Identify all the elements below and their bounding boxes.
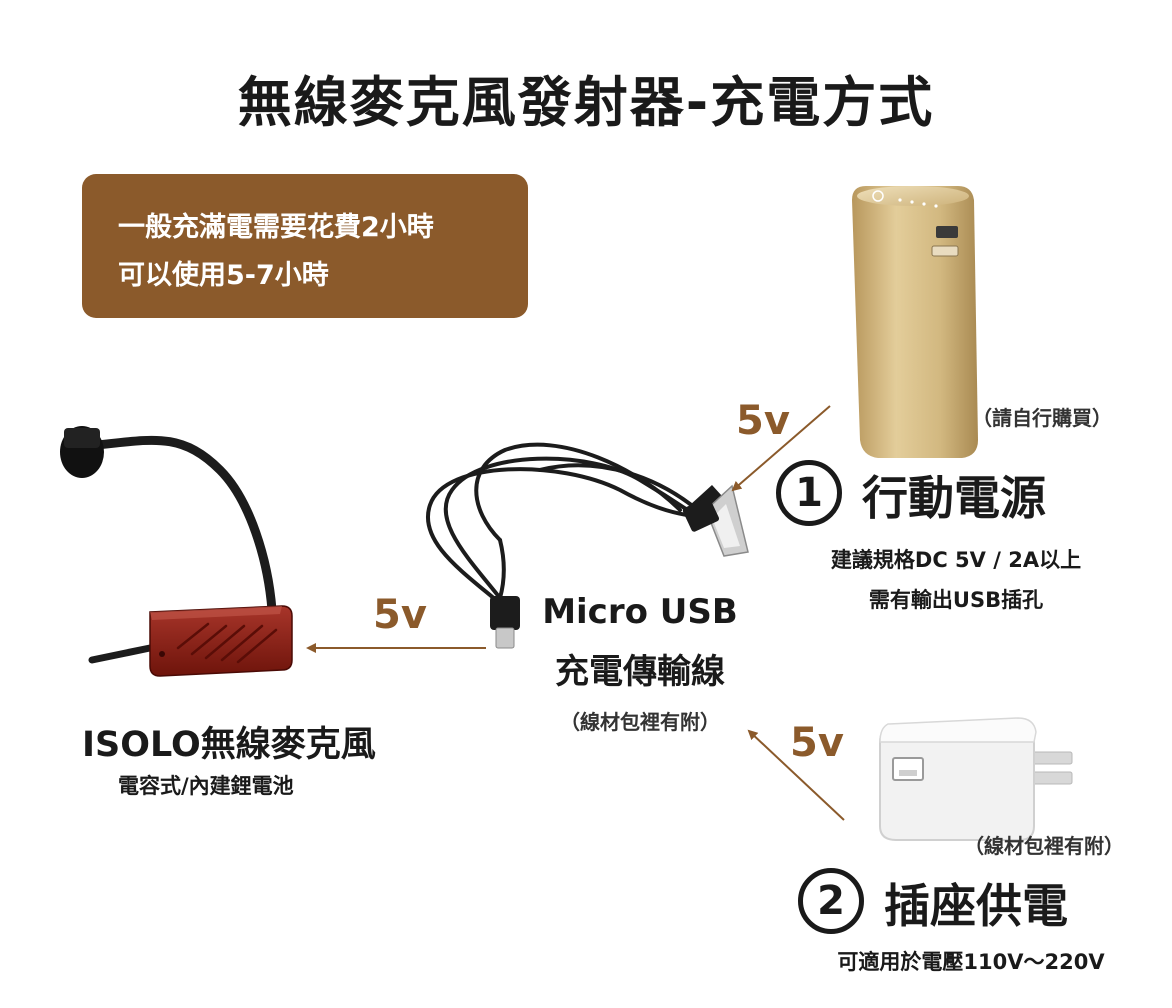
voltage-label-powerbank: 5v <box>736 398 790 444</box>
power-bank-note: （請自行購買） <box>972 406 1112 430</box>
charging-info-box: 一般充滿電需要花費2小時 可以使用5-7小時 <box>82 174 528 318</box>
voltage-label-cable: 5v <box>373 592 427 638</box>
info-line-usage-time: 可以使用5-7小時 <box>118 260 329 291</box>
option-number-2: 2 <box>798 868 864 934</box>
power-bank-spec-1: 建議規格DC 5V / 2A以上 <box>830 548 1082 572</box>
voltage-label-adapter: 5v <box>790 720 844 766</box>
arrow-adapter-to-cable <box>747 729 845 821</box>
cable-title-line1: Micro USB <box>542 592 738 632</box>
page-title: 無線麥克風發射器-充電方式 <box>237 71 935 134</box>
wall-adapter-title: 插座供電 <box>884 879 1068 933</box>
microphone-title: ISOLO無線麥克風 <box>82 725 376 765</box>
arrow-powerbank-to-cable <box>731 405 831 492</box>
wall-adapter-spec: 可適用於電壓110V～220V <box>837 950 1105 974</box>
wall-adapter-note: （線材包裡有附） <box>964 834 1124 858</box>
power-bank-title: 行動電源 <box>862 471 1046 525</box>
cable-title-line2: 充電傳輸線 <box>555 652 725 692</box>
micro-usb-connector <box>490 596 520 649</box>
wall-adapter-image <box>879 717 1073 841</box>
cable-note: （線材包裡有附） <box>560 710 720 734</box>
power-bank-image <box>852 186 978 458</box>
microphone-image <box>60 426 293 677</box>
usb-a-connector <box>682 484 749 557</box>
option-number-1: 1 <box>776 460 842 526</box>
power-bank-spec-2: 需有輸出USB插孔 <box>868 588 1044 612</box>
usb-cable-image <box>426 442 707 602</box>
info-line-charge-time: 一般充滿電需要花費2小時 <box>118 212 434 243</box>
microphone-desc: 電容式/內建鋰電池 <box>118 774 294 798</box>
